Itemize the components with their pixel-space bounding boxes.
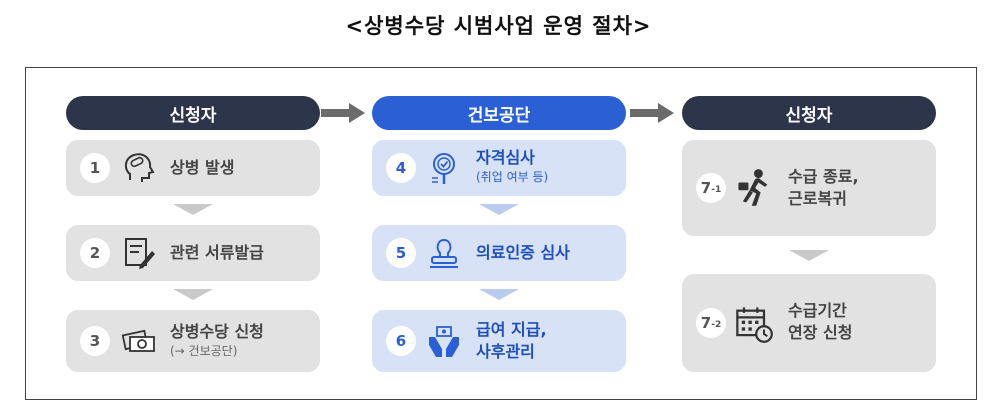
column-header-label: 건보공단 <box>467 105 531 126</box>
magnifier-check-icon <box>432 153 455 184</box>
down-arrow-icon <box>789 250 829 261</box>
step-sublabel: (→ 건보공단) <box>170 344 238 358</box>
step-label: 자격심사 (취업 여부 등) <box>476 148 549 184</box>
step-number: 4 <box>386 153 416 183</box>
hands-money-icon <box>429 326 459 357</box>
step-label: 수급 종료, 근로복귀 <box>788 167 859 208</box>
step-6: 6 급여 지급, 사후관리 <box>372 310 626 372</box>
stamp-icon <box>430 238 458 268</box>
step-number: 2 <box>80 238 110 268</box>
money-bills-icon <box>121 329 155 352</box>
step-label: 관련 서류발급 <box>170 243 264 262</box>
down-arrow-icon <box>479 289 519 300</box>
running-worker-icon <box>738 169 768 206</box>
step-number: 3 <box>80 326 110 356</box>
column-header-nhis: 건보공단 <box>372 96 626 130</box>
step-7-1: 7-1 수급 종료, 근로복귀 <box>682 140 936 236</box>
step-1: 1 상병 발생 <box>66 140 320 196</box>
step-4: 4 자격심사 (취업 여부 등) <box>372 140 626 196</box>
step-label: 상병 발생 <box>170 158 235 177</box>
right-arrow-icon <box>321 103 365 123</box>
column-header-applicant-2: 신청자 <box>682 96 936 130</box>
document-pen-icon <box>125 238 155 269</box>
down-arrow-icon <box>173 289 213 300</box>
column-header-applicant: 신청자 <box>66 96 320 130</box>
step-label: 수급기간 연장 신청 <box>788 301 853 342</box>
step-5: 5 의료인증 심사 <box>372 225 626 281</box>
step-2: 2 관련 서류발급 <box>66 225 320 281</box>
diagram-title: <상병수당 시범사업 운영 절차> <box>345 14 652 38</box>
step-number: 1 <box>80 153 110 183</box>
step-3: 3 상병수당 신청 (→ 건보공단) <box>66 310 320 372</box>
down-arrow-icon <box>173 204 213 215</box>
step-number: 7-1 <box>696 173 726 203</box>
step-label: 상병수당 신청 (→ 건보공단) <box>170 322 264 358</box>
step-label: 의료인증 심사 <box>476 243 570 262</box>
head-bandage-icon <box>124 153 155 182</box>
column-header-label: 신청자 <box>169 105 217 126</box>
step-number: 5 <box>386 238 416 268</box>
down-arrow-icon <box>479 204 519 215</box>
step-7-2: 7-2 수급기간 연장 신청 <box>682 274 936 372</box>
step-number: 6 <box>386 326 416 356</box>
column-header-label: 신청자 <box>785 105 833 126</box>
right-arrow-icon <box>630 103 674 123</box>
step-sublabel: (취업 여부 등) <box>476 170 549 184</box>
step-number: 7-2 <box>696 308 726 338</box>
step-label: 급여 지급, 사후관리 <box>476 320 547 361</box>
calendar-clock-icon <box>736 307 773 343</box>
